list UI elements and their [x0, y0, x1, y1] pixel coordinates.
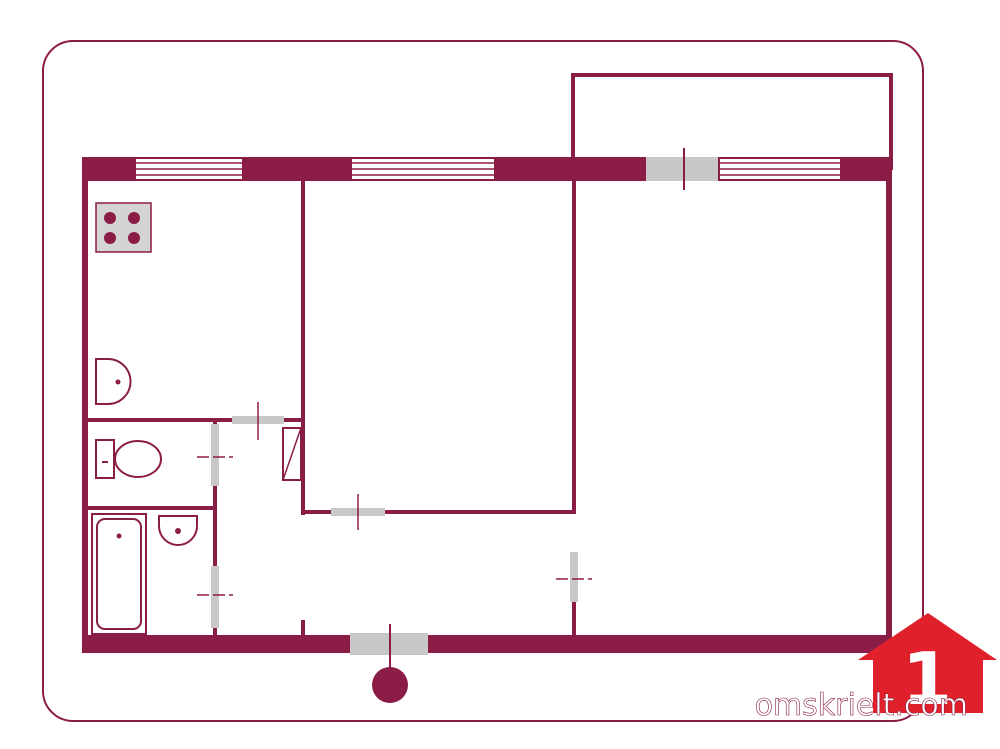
logo-numeral: 1 — [902, 637, 952, 721]
kitchen-sink-icon — [95, 358, 132, 405]
living-room-window — [720, 159, 840, 179]
entrance-marker-icon — [372, 667, 408, 703]
windows — [136, 159, 840, 179]
closet — [282, 427, 302, 481]
toilet-icon — [95, 439, 162, 479]
plan-frame — [42, 40, 924, 722]
balcony-outline — [571, 73, 893, 170]
exterior-walls — [82, 157, 892, 653]
interior-doors — [197, 402, 592, 628]
entrance-door — [350, 624, 428, 670]
stove-icon — [95, 202, 152, 253]
bottom-wall — [82, 635, 892, 653]
interior-walls — [88, 181, 576, 635]
right-wall — [886, 157, 892, 653]
site-watermark: omskrielt.com — [755, 688, 968, 723]
balcony-door — [646, 148, 718, 190]
bathtub-icon — [91, 513, 147, 635]
kitchen-window — [136, 159, 242, 179]
house-logo-icon: 1 — [858, 613, 997, 721]
left-wall — [82, 157, 88, 653]
bathroom-sink-icon — [158, 515, 198, 546]
room-window — [352, 159, 494, 179]
